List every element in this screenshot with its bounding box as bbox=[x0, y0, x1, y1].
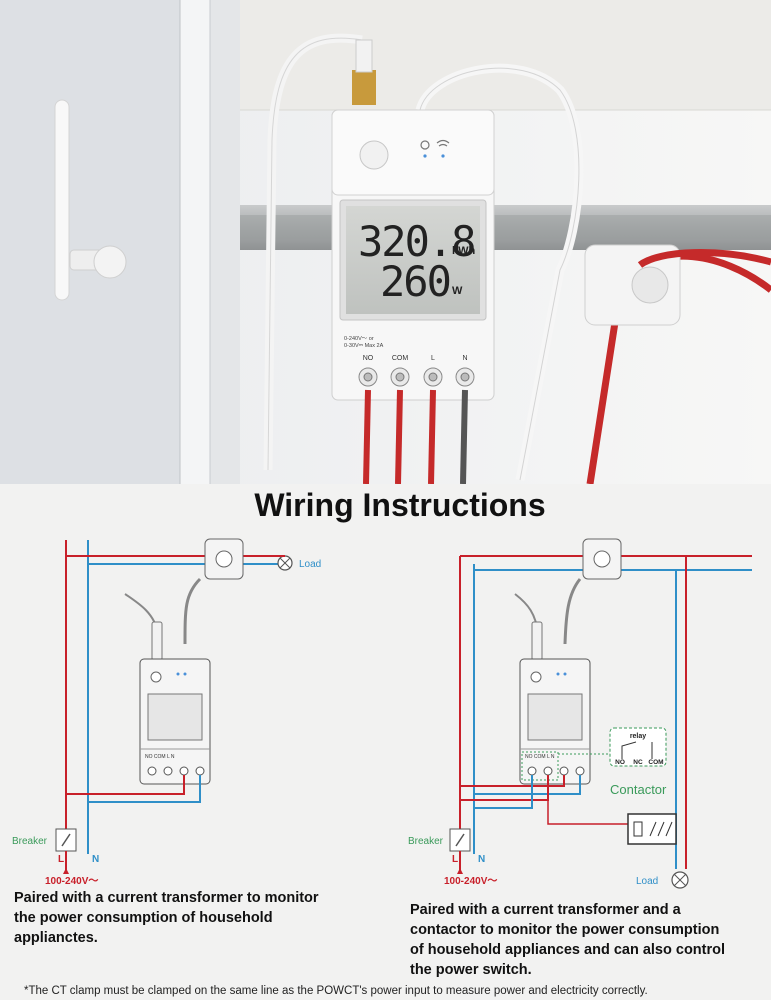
relay-box: relay NO NC COM bbox=[609, 727, 667, 767]
left-load-label: Load bbox=[299, 559, 321, 570]
power-button bbox=[359, 140, 389, 170]
svg-text:NO COM L N: NO COM L N bbox=[525, 754, 555, 760]
right-wiring-diagram: NO COM L N relay NO NC COM Contactor bbox=[408, 538, 752, 978]
rating-line-2: 0-30V⎓ Max 2A bbox=[344, 343, 384, 349]
power-meter-device: 320.8 kWh 260 W 0-240V～ or 0-30V⎓ Max 2A… bbox=[331, 109, 495, 401]
caption-line: Paired with a current transformer to mon… bbox=[14, 890, 319, 906]
screw-head-icon bbox=[395, 372, 405, 382]
antenna-connector bbox=[352, 70, 376, 105]
cabinet-door bbox=[0, 0, 180, 484]
terminal-label: L bbox=[431, 355, 435, 362]
terminal-label: COM bbox=[392, 355, 409, 362]
screw-head-icon bbox=[460, 372, 470, 382]
left-load-lamp-icon bbox=[277, 555, 293, 571]
contactor-label: Contactor bbox=[610, 782, 667, 797]
contactor-icon bbox=[627, 813, 677, 845]
right-breaker-icon bbox=[449, 828, 471, 852]
antenna bbox=[54, 99, 127, 301]
wiring-title: Wiring Instructions bbox=[254, 487, 545, 523]
lcd-energy-value: 320.8 bbox=[358, 217, 474, 266]
right-load-lamp-icon bbox=[671, 871, 689, 889]
left-device-icon: NO COM L N bbox=[139, 658, 211, 785]
terminal-label: NO bbox=[363, 355, 374, 362]
right-ct-clamp bbox=[563, 538, 622, 645]
caption-line: Paired with a current transformer and a bbox=[410, 902, 682, 918]
caption-line: the power switch. bbox=[410, 962, 532, 978]
terminal-label: N bbox=[462, 355, 467, 362]
left-breaker-label: Breaker bbox=[12, 836, 48, 847]
left-l-label: L bbox=[58, 854, 64, 865]
relay-terminal-label: NO bbox=[615, 759, 625, 766]
power-indicator-icon bbox=[420, 140, 430, 158]
left-n-label: N bbox=[92, 854, 99, 865]
caption-line: the power consumption of household bbox=[14, 910, 273, 926]
left-voltage-label: 100-240V～ bbox=[45, 876, 98, 887]
rating-line-1: 0-240V～ or bbox=[344, 336, 374, 342]
right-l-label: L bbox=[452, 854, 458, 865]
footnote: *The CT clamp must be clamped on the sam… bbox=[24, 985, 648, 997]
lcd-energy-unit: kWh bbox=[452, 245, 476, 257]
right-load-label: Load bbox=[636, 876, 658, 887]
caption-line: contactor to monitor the power consumpti… bbox=[410, 922, 719, 938]
lcd-power-value: 260 bbox=[380, 257, 450, 306]
left-caption: Paired with a current transformer to mon… bbox=[14, 890, 319, 946]
left-ct-clamp bbox=[183, 538, 244, 645]
caption-line: applianctes. bbox=[14, 930, 98, 946]
right-device-icon: NO COM L N bbox=[519, 658, 591, 785]
screw-head-icon bbox=[428, 372, 438, 382]
relay-label: relay bbox=[630, 733, 646, 740]
wifi-indicator-icon bbox=[436, 139, 450, 158]
right-voltage-label: 100-240V～ bbox=[444, 876, 497, 887]
product-photo: 320.8 kWh 260 W 0-240V～ or 0-30V⎓ Max 2A… bbox=[0, 0, 771, 484]
caption-line: of household appliances and can also con… bbox=[410, 942, 725, 958]
lcd-display bbox=[346, 206, 480, 314]
right-n-label: N bbox=[478, 854, 485, 865]
svg-text:NO COM L N: NO COM L N bbox=[145, 754, 175, 760]
right-caption: Paired with a current transformer and a c… bbox=[410, 902, 725, 978]
wiring-diagrams: Wiring Instructions Load NO bbox=[12, 487, 752, 997]
right-breaker-label: Breaker bbox=[408, 836, 444, 847]
left-wiring-diagram: Load NO COM L N bbox=[12, 538, 321, 946]
relay-terminal-label: COM bbox=[648, 759, 663, 766]
relay-terminal-label: NC bbox=[633, 759, 643, 766]
ct-clamp bbox=[584, 244, 771, 326]
screw-head-icon bbox=[363, 372, 373, 382]
lcd-power-unit: W bbox=[452, 285, 463, 297]
left-breaker-icon bbox=[55, 828, 77, 852]
